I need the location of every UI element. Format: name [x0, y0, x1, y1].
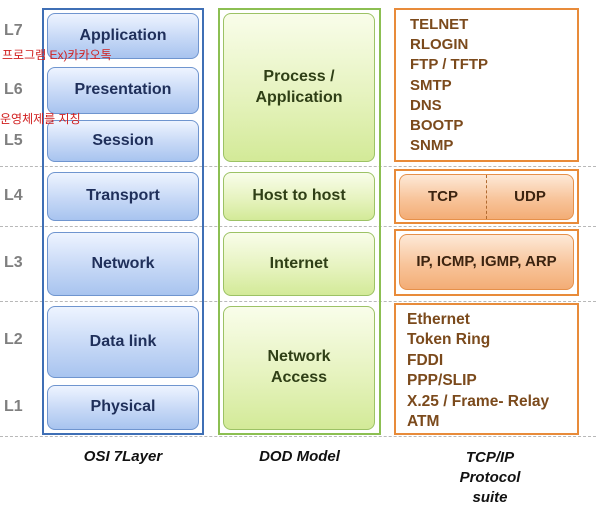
layer-separator — [0, 436, 596, 437]
tcpip-network-access-frame — [394, 303, 579, 435]
protocol-bootp: BOOTP — [410, 117, 464, 135]
osi-presentation: Presentation — [47, 67, 199, 114]
protocol-tcp: TCP — [428, 188, 458, 206]
layer-label-l3: L3 — [4, 254, 23, 271]
tcp-udp-divider — [486, 175, 487, 219]
protocol-ppp-slip: PPP/SLIP — [407, 372, 477, 390]
osi-data-link: Data link — [47, 306, 199, 378]
protocol-token-ring: Token Ring — [407, 331, 491, 349]
osi-network: Network — [47, 232, 199, 296]
tcpip-caption-line-1: TCP/IP — [465, 449, 515, 466]
osi-transport: Transport — [47, 172, 199, 221]
protocol-dns: DNS — [410, 96, 442, 114]
dod-internet: Internet — [223, 232, 375, 296]
dod-model-column — [218, 8, 381, 435]
layer-label-l6: L6 — [4, 81, 23, 98]
protocol-ftp-tftp: FTP / TFTP — [410, 56, 489, 74]
protocol-rlogin: RLOGIN — [410, 36, 469, 54]
layer-label-l1: L1 — [4, 398, 23, 415]
protocol-smtp: SMTP — [410, 76, 452, 94]
osi-caption: OSI 7Layer — [83, 448, 163, 465]
osi-physical: Physical — [47, 385, 199, 430]
protocol-atm: ATM — [407, 413, 440, 431]
network-access-protocol-list: Ethernet Token Ring FDDI PPP/SLIP X.25 /… — [407, 310, 549, 432]
layer-separator — [0, 301, 596, 302]
osi-application: Application — [47, 13, 199, 59]
tcpip-caption: TCP/IP Protocol suite — [430, 448, 550, 508]
layer-label-l4: L4 — [4, 187, 23, 204]
dod-network-access: Network Access — [223, 306, 375, 430]
protocol-snmp: SNMP — [410, 137, 454, 155]
tcpip-caption-line-2: Protocol — [459, 469, 521, 486]
protocol-udp: UDP — [514, 188, 546, 206]
tcpip-transport-frame — [394, 169, 579, 224]
program-annotation: 프로그램 Ex)카카오톡 — [2, 48, 112, 62]
tcpip-application-frame — [394, 8, 579, 162]
protocol-telnet: TELNET — [410, 16, 469, 33]
protocol-ip-icmp-igmp-arp: IP, ICMP, IGMP, ARP — [399, 234, 574, 290]
transport-protocol-box: TCP UDP — [399, 174, 574, 220]
tcpip-caption-line-3: suite — [472, 489, 508, 506]
application-protocol-list: TELNET RLOGIN FTP / TFTP SMTP DNS BOOTP … — [410, 15, 488, 156]
layer-separator — [0, 226, 596, 227]
layer-label-l7: L7 — [4, 22, 23, 39]
protocol-ethernet: Ethernet — [407, 311, 470, 328]
osi-session: Session — [47, 120, 199, 162]
os-annotation: 운영체제를 지칭 — [0, 112, 81, 126]
protocol-fddi: FDDI — [407, 351, 444, 369]
osi-model-column — [42, 8, 204, 435]
tcpip-internet-frame — [394, 229, 579, 296]
dod-caption: DOD Model — [259, 448, 340, 465]
layer-separator — [0, 166, 596, 167]
layer-label-l2: L2 — [4, 331, 23, 348]
dod-process-application: Process / Application — [223, 13, 375, 162]
layer-label-l5: L5 — [4, 132, 23, 149]
protocol-x25-frame-relay: X.25 / Frame- Relay — [407, 392, 550, 410]
dod-host-to-host: Host to host — [223, 172, 375, 221]
